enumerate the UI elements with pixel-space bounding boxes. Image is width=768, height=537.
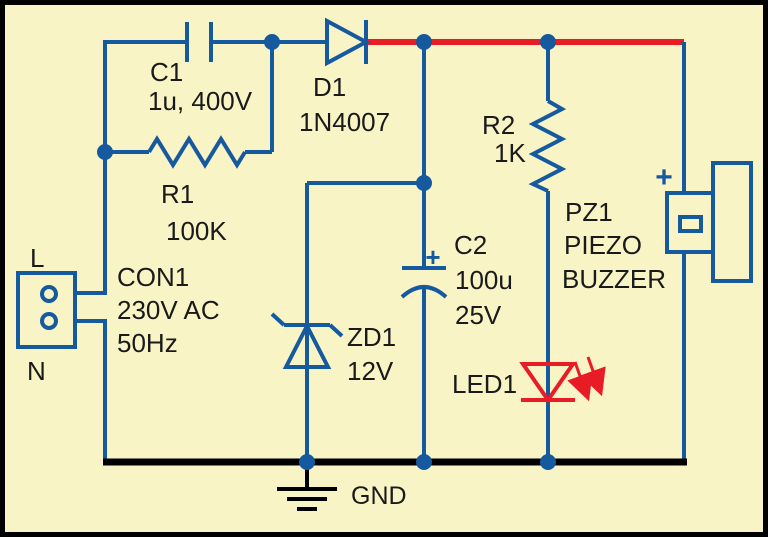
connector-con1-symbol <box>16 271 77 349</box>
pz1-plus-mark: + <box>655 161 673 194</box>
con1-freq-label: 50Hz <box>117 328 178 358</box>
diode-d1-symbol <box>325 17 371 67</box>
c2-plus-mark: + <box>425 242 440 272</box>
c2-ref-label: C2 <box>454 230 487 260</box>
d1-value-label: 1N4007 <box>299 107 390 137</box>
gnd-label: GND <box>351 482 407 510</box>
capacitor-c1-symbol <box>185 22 213 62</box>
con1-voltage-label: 230V AC <box>117 295 220 325</box>
wire-neutral-branch <box>75 319 107 461</box>
d1-ref-label: D1 <box>313 72 346 102</box>
c1-value-label: 1u, 400V <box>148 86 253 116</box>
zd1-value-label: 12V <box>347 356 394 386</box>
capacitor-c2-symbol <box>400 266 448 299</box>
r1-value-label: 100K <box>166 216 227 246</box>
con1-live-terminal-label: L <box>30 243 44 273</box>
con1-neutral-terminal-label: N <box>27 356 46 386</box>
piezo-buzzer-pz1-symbol <box>665 161 753 283</box>
r2-ref-label: R2 <box>482 110 515 140</box>
c1-ref-label: C1 <box>150 57 183 87</box>
r2-value-label: 1K <box>494 138 526 168</box>
c2-voltage-label: 25V <box>455 300 502 330</box>
pz1-type1-label: PIEZO <box>564 230 642 260</box>
pz1-type2-label: BUZZER <box>562 264 666 294</box>
led1-symbol <box>519 356 606 404</box>
c2-value-label: 100u <box>455 265 513 295</box>
junction-dots <box>97 34 556 470</box>
zd1-ref-label: ZD1 <box>347 322 396 352</box>
r1-ref-label: R1 <box>161 179 194 209</box>
con1-ref-label: CON1 <box>117 262 189 292</box>
led1-ref-label: LED1 <box>452 369 517 399</box>
zener-zd1-symbol <box>270 312 344 369</box>
resistor-r2-symbol <box>528 99 567 193</box>
resistor-r1-symbol <box>147 135 247 169</box>
pz1-ref-label: PZ1 <box>565 197 613 227</box>
